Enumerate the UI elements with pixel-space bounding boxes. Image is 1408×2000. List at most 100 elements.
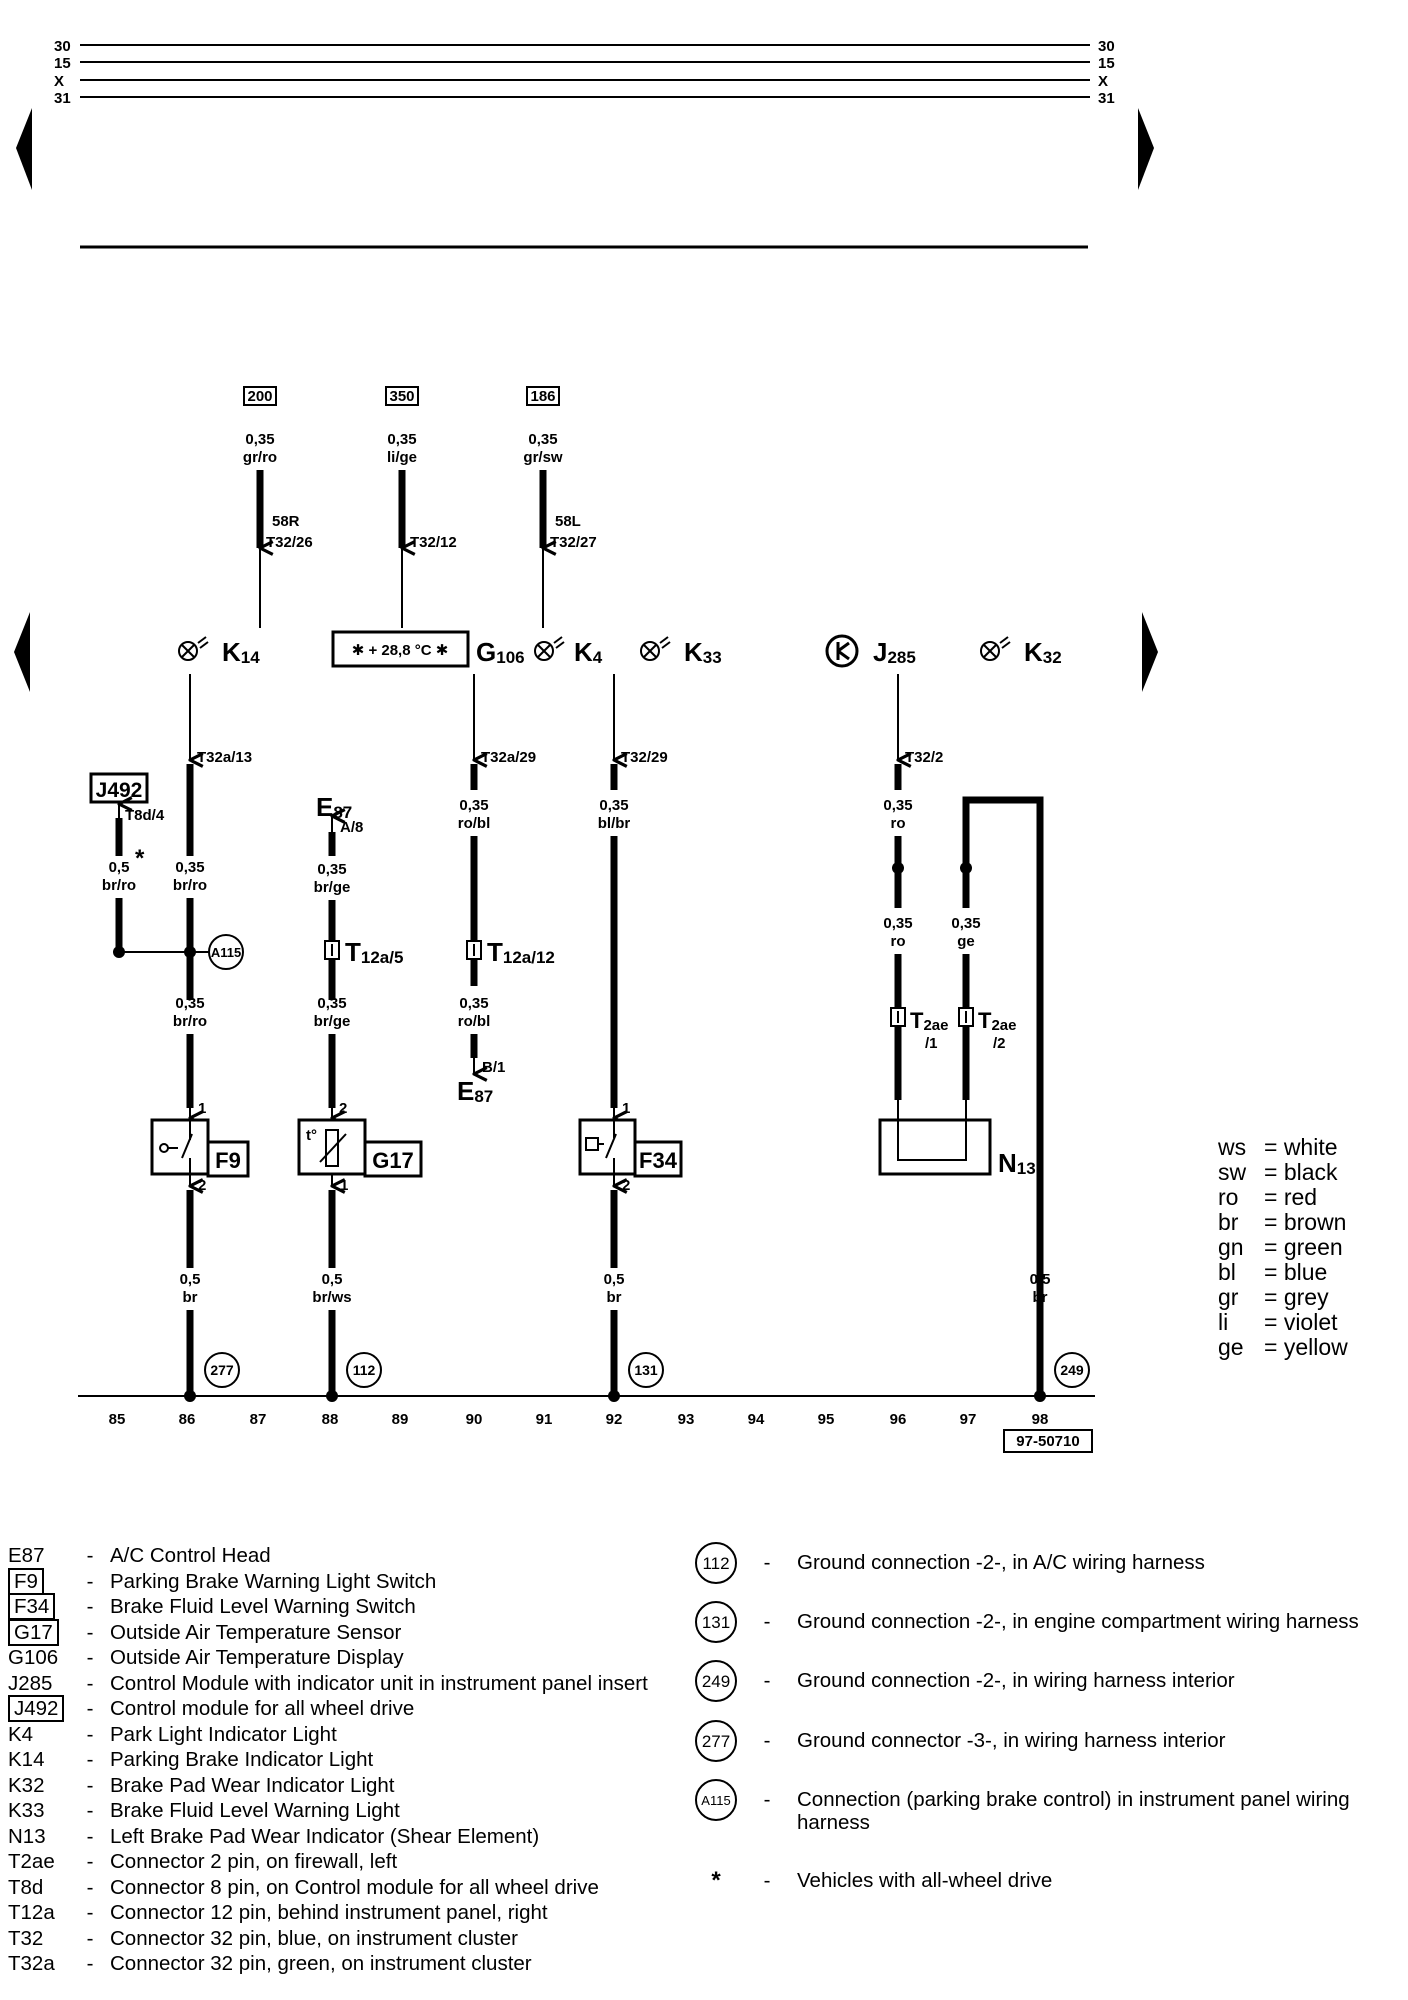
legend-code: G17 bbox=[8, 1618, 70, 1646]
legend-dash: - bbox=[86, 1799, 94, 1822]
ground-symbol: * bbox=[711, 1867, 721, 1894]
legend-row: K32-Brake Pad Wear Indicator Light bbox=[8, 1774, 668, 1797]
column-number: 97 bbox=[960, 1411, 977, 1428]
ground-legend-row: 277-Ground connector -3-, in wiring harn… bbox=[695, 1720, 1395, 1762]
wire-color-350: li/ge bbox=[387, 449, 417, 466]
figure-code-box: 97-50710 bbox=[1003, 1429, 1093, 1453]
ground-legend-row: A115-Connection (parking brake control) … bbox=[695, 1779, 1395, 1834]
legend-code-text: J285 bbox=[8, 1671, 53, 1695]
wire-color-g106-lower: ro/bl bbox=[458, 1013, 491, 1030]
label-j285: J285 bbox=[873, 637, 916, 667]
label-k32: K32 bbox=[1024, 637, 1062, 667]
svg-text:G17: G17 bbox=[372, 1148, 414, 1173]
legend-code: N13 bbox=[8, 1824, 70, 1848]
legend-row: G17-Outside Air Temperature Sensor bbox=[8, 1618, 668, 1646]
legend-dash: - bbox=[86, 1671, 94, 1695]
legend-description: Parking Brake Warning Light Switch bbox=[110, 1569, 437, 1593]
next-section-arrow-icon[interactable] bbox=[1142, 612, 1158, 692]
wire-color-n13-ground: br bbox=[1033, 1289, 1048, 1306]
column-number: 91 bbox=[536, 1411, 553, 1428]
legend-dash: - bbox=[86, 1620, 94, 1644]
connector-t2ae2: T2ae /2 bbox=[958, 1007, 1016, 1052]
color-name: = black bbox=[1264, 1159, 1338, 1185]
wire-color-k14: br/ro bbox=[173, 877, 207, 894]
color-name: = green bbox=[1264, 1234, 1343, 1260]
legend-description: Outside Air Temperature Display bbox=[110, 1646, 404, 1669]
legend-code: K32 bbox=[8, 1774, 70, 1797]
legend-code-text: F34 bbox=[8, 1593, 56, 1620]
ground-description: Ground connection -2-, in engine compart… bbox=[797, 1610, 1359, 1633]
wire-size-g106-lower: 0,35 bbox=[459, 995, 488, 1012]
prev-page-arrow-icon[interactable] bbox=[16, 108, 32, 190]
wire-size-350: 0,35 bbox=[387, 431, 416, 448]
legend-description: Control module for all wheel drive bbox=[110, 1697, 415, 1720]
svg-text:F9: F9 bbox=[215, 1148, 241, 1173]
svg-text:/1: /1 bbox=[925, 1035, 938, 1052]
wire-color-j285: ro bbox=[891, 815, 906, 832]
ground-symbol: A115 bbox=[695, 1779, 737, 1821]
svg-text:350: 350 bbox=[389, 388, 414, 405]
label-k14: K14 bbox=[222, 637, 260, 667]
wire-color-200: gr/ro bbox=[243, 449, 277, 466]
wire-color-f9-ground: br bbox=[183, 1289, 198, 1306]
label-g106: G106 bbox=[476, 637, 525, 667]
label-k4: K4 bbox=[574, 637, 603, 667]
ground-legend-row: 112-Ground connection -2-, in A/C wiring… bbox=[695, 1542, 1395, 1584]
wire-color-g106: ro/bl bbox=[458, 815, 491, 832]
label-e87-bottom: E87 bbox=[457, 1076, 493, 1106]
fuse-reference-350: 350 bbox=[385, 386, 419, 406]
legend-code-text: N13 bbox=[8, 1824, 46, 1848]
wire-size-j285: 0,35 bbox=[883, 797, 912, 814]
column-number: 85 bbox=[109, 1411, 126, 1428]
legend-row: K14-Parking Brake Indicator Light bbox=[8, 1749, 668, 1771]
wire-color-k4: bl/br bbox=[598, 815, 631, 832]
legend-code: K14 bbox=[8, 1749, 70, 1771]
legend-code: T8d bbox=[8, 1875, 70, 1899]
legend-row: T8d-Connector 8 pin, on Control module f… bbox=[8, 1875, 668, 1899]
rail-label-30: 30 bbox=[54, 38, 71, 55]
color-code: ge bbox=[1218, 1334, 1244, 1360]
connector-t12a12: T12a/12 bbox=[466, 937, 555, 967]
legend-dash: - bbox=[763, 1788, 771, 1811]
legend-code: F9 bbox=[8, 1567, 70, 1595]
term-f34-pin1: 1 bbox=[622, 1100, 630, 1117]
legend-dash: - bbox=[86, 1646, 94, 1669]
next-page-arrow-icon[interactable] bbox=[1138, 108, 1154, 190]
switch-f9: F9 bbox=[150, 1118, 250, 1178]
wire-size-e87: 0,35 bbox=[317, 861, 346, 878]
legend-code-text: T32 bbox=[8, 1926, 44, 1950]
legend-code-text: T8d bbox=[8, 1875, 44, 1899]
legend-description: Parking Brake Indicator Light bbox=[110, 1748, 374, 1771]
color-key-row: li= violet bbox=[1218, 1310, 1348, 1335]
color-code: br bbox=[1218, 1209, 1239, 1235]
wire-color-186: gr/sw bbox=[523, 449, 563, 466]
power-rails: 30 15 X 31 30 15 X 31 bbox=[54, 38, 1115, 249]
ground-symbol: 277 bbox=[695, 1720, 737, 1762]
legend-description: Connector 32 pin, green, on instrument c… bbox=[110, 1952, 532, 1975]
legend-dash: - bbox=[86, 1595, 94, 1618]
wire-size-k4: 0,35 bbox=[599, 797, 628, 814]
control-module-icon-j285 bbox=[825, 634, 859, 668]
ground-description: Vehicles with all-wheel drive bbox=[797, 1869, 1053, 1892]
prev-section-arrow-icon[interactable] bbox=[14, 612, 30, 692]
legend-code-text: K4 bbox=[8, 1722, 34, 1746]
rail-label-x: X bbox=[54, 73, 64, 90]
column-number: 98 bbox=[1032, 1411, 1049, 1428]
svg-text:/2: /2 bbox=[993, 1035, 1006, 1052]
wire-size-200: 0,35 bbox=[245, 431, 274, 448]
color-name: = grey bbox=[1264, 1284, 1329, 1310]
ground-description: Ground connection -2-, in wiring harness… bbox=[797, 1669, 1235, 1692]
ground-legend-row: 249-Ground connection -2-, in wiring har… bbox=[695, 1660, 1395, 1702]
legend-row: K33-Brake Fluid Level Warning Light bbox=[8, 1800, 668, 1822]
color-name: = blue bbox=[1264, 1259, 1328, 1285]
column-number: 89 bbox=[392, 1411, 409, 1428]
svg-text:T12a/5: T12a/5 bbox=[345, 937, 403, 967]
color-name: = violet bbox=[1264, 1309, 1338, 1335]
svg-text:112: 112 bbox=[353, 1362, 376, 1378]
ground-131: 131 bbox=[628, 1352, 664, 1388]
wire-size-186: 0,35 bbox=[528, 431, 557, 448]
color-code: ws bbox=[1218, 1134, 1247, 1160]
legend-code: T12a bbox=[8, 1902, 70, 1924]
